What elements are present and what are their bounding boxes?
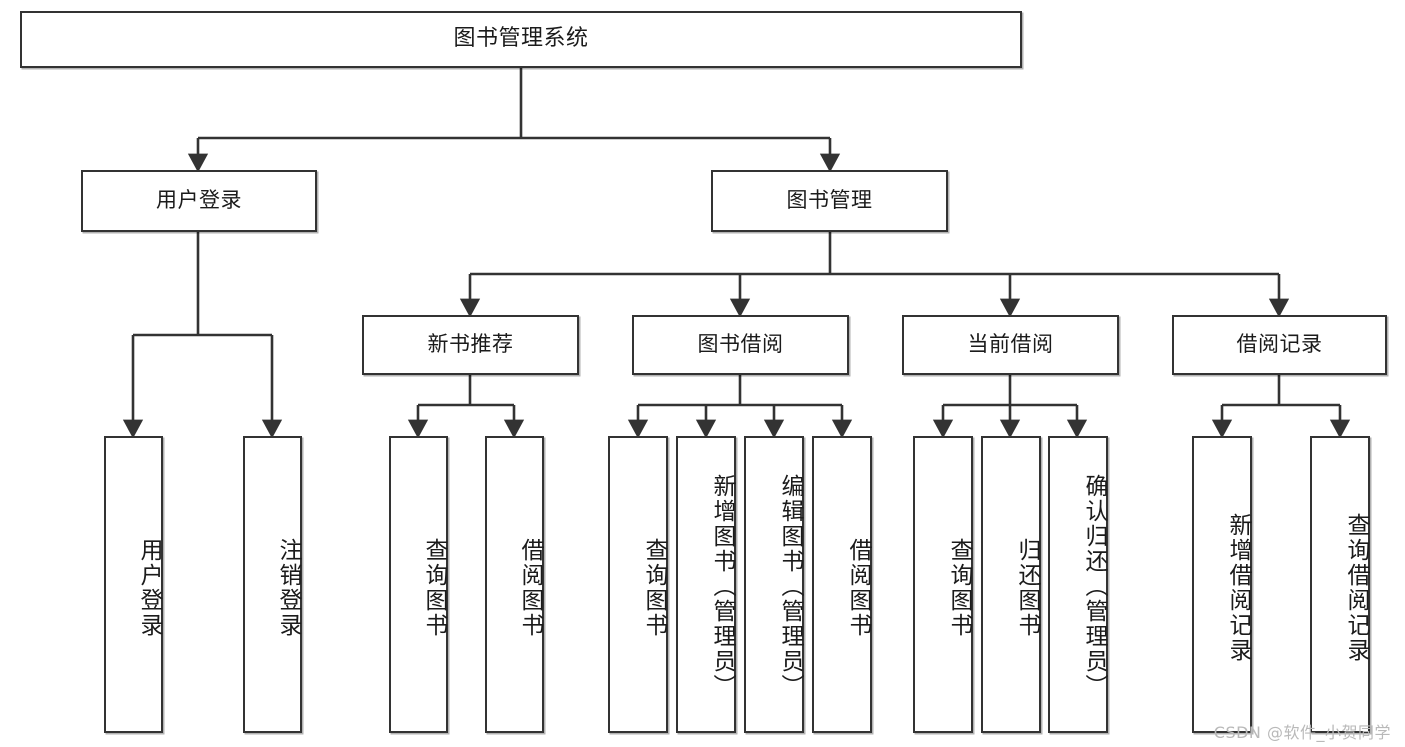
leaf-bookborrow-edit-book-admin[interactable]: 编辑图书（管理员） — [744, 436, 804, 733]
leaf-bookborrow-query-books[interactable]: 查询图书 — [608, 436, 668, 733]
leaf-borrowrecord-query-record[interactable]: 查询借阅记录 — [1310, 436, 1370, 733]
leaf-newbook-query-books[interactable]: 查询图书 — [389, 436, 448, 733]
leaf-currentborrow-return-books[interactable]: 归还图书 — [981, 436, 1041, 733]
node-label: 查询借阅记录 — [1343, 512, 1369, 663]
node-label: 新增借阅记录 — [1225, 512, 1251, 663]
node-label: 借阅图书 — [845, 537, 871, 638]
node-label: 查询图书 — [946, 537, 972, 638]
leaf-currentborrow-confirm-return-admin[interactable]: 确认归还（管理员） — [1048, 436, 1108, 733]
node-label: 编辑图书（管理员） — [777, 473, 803, 699]
node-label: 借阅记录 — [1236, 332, 1323, 357]
node-label: 当前借阅 — [967, 332, 1054, 357]
node-root-library-system[interactable]: 图书管理系统 — [20, 11, 1022, 68]
node-label: 查询图书 — [421, 537, 447, 638]
node-borrow-record[interactable]: 借阅记录 — [1172, 315, 1387, 375]
leaf-user-login-signout[interactable]: 注销登录 — [243, 436, 302, 733]
node-label: 用户登录 — [156, 188, 242, 213]
node-label: 新增图书（管理员） — [709, 473, 735, 699]
leaf-bookborrow-add-book-admin[interactable]: 新增图书（管理员） — [676, 436, 736, 733]
node-label: 注销登录 — [275, 537, 301, 638]
leaf-newbook-borrow-books[interactable]: 借阅图书 — [485, 436, 544, 733]
node-label: 图书借阅 — [697, 332, 784, 357]
node-label: 新书推荐 — [427, 332, 514, 357]
node-book-borrow[interactable]: 图书借阅 — [632, 315, 849, 375]
node-label: 查询图书 — [641, 537, 667, 638]
leaf-borrowrecord-add-record[interactable]: 新增借阅记录 — [1192, 436, 1252, 733]
node-book-management[interactable]: 图书管理 — [711, 170, 948, 232]
node-user-login[interactable]: 用户登录 — [81, 170, 317, 232]
node-label: 图书管理 — [786, 188, 873, 213]
leaf-currentborrow-query-books[interactable]: 查询图书 — [913, 436, 973, 733]
node-label: 归还图书 — [1014, 537, 1040, 638]
leaf-user-login-signin[interactable]: 用户登录 — [104, 436, 163, 733]
node-label: 用户登录 — [136, 537, 162, 638]
node-label: 借阅图书 — [517, 537, 543, 638]
leaf-bookborrow-borrow-books[interactable]: 借阅图书 — [812, 436, 872, 733]
csdn-watermark: CSDN @软件_小贺同学 — [1213, 723, 1391, 742]
node-label: 确认归还（管理员） — [1081, 473, 1107, 699]
node-new-book-recommend[interactable]: 新书推荐 — [362, 315, 579, 375]
node-current-borrow[interactable]: 当前借阅 — [902, 315, 1119, 375]
node-label: 图书管理系统 — [453, 26, 589, 52]
